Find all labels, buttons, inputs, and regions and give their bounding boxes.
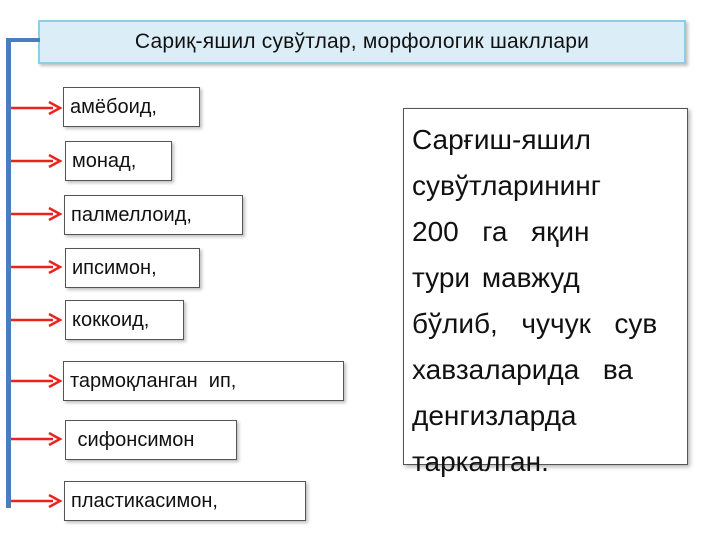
info-box: Сарғиш-яшил сувўтларининг 200 га яқин ту… [403,108,688,477]
arrow-monad [11,154,63,168]
info-line: таркалган. [412,446,549,477]
arrow-filamentous [11,260,63,274]
arrow-coccoid [11,313,63,327]
form-item-label: коккоид, [72,308,150,331]
form-item-label: тармоқланган ип, [70,369,237,392]
arrow-siphonous [11,432,63,446]
form-item-palmelloid: палмеллоид, [64,195,243,235]
form-item-coccoid: коккоид, [65,300,184,340]
info-line: хавзаларида ва [412,354,633,385]
form-item-label: пластикасимон, [71,489,218,512]
form-item-label: монад, [72,149,137,172]
form-item-label: амёбоид, [70,95,157,118]
form-item-siphonous: сифонсимон [65,420,237,460]
arrow-amoeboid [11,101,63,115]
info-line: денгизларда [412,400,577,431]
connector-spine [6,38,11,508]
form-item-plastic: пластикасимон, [64,481,306,521]
form-item-label: ипсимон, [72,256,157,279]
form-item-label: сифонсимон [72,428,195,451]
info-line: 200 га яқин [412,216,590,247]
form-item-branched-filament: тармоқланган ип, [63,361,344,401]
connector-top [6,38,40,42]
arrow-palmelloid [11,207,63,221]
form-item-filamentous: ипсимон, [65,248,200,288]
info-line: бўлиб, чучук сув [412,308,658,339]
form-item-amoeboid: амёбоид, [63,87,200,127]
diagram-title: Сариқ-яшил сувўтлар, морфологик шакллари [38,20,686,64]
info-line: сувўтларининг [412,170,601,201]
info-line: Сарғиш-яшил [412,124,591,155]
diagram-title-text: Сариқ-яшил сувўтлар, морфологик шакллари [134,30,590,53]
form-item-monad: монад, [65,141,172,181]
arrow-plastic [11,494,63,508]
form-item-label: палмеллоид, [71,203,192,226]
arrow-branched [11,374,63,388]
info-line: тури мавжуд [412,262,580,293]
